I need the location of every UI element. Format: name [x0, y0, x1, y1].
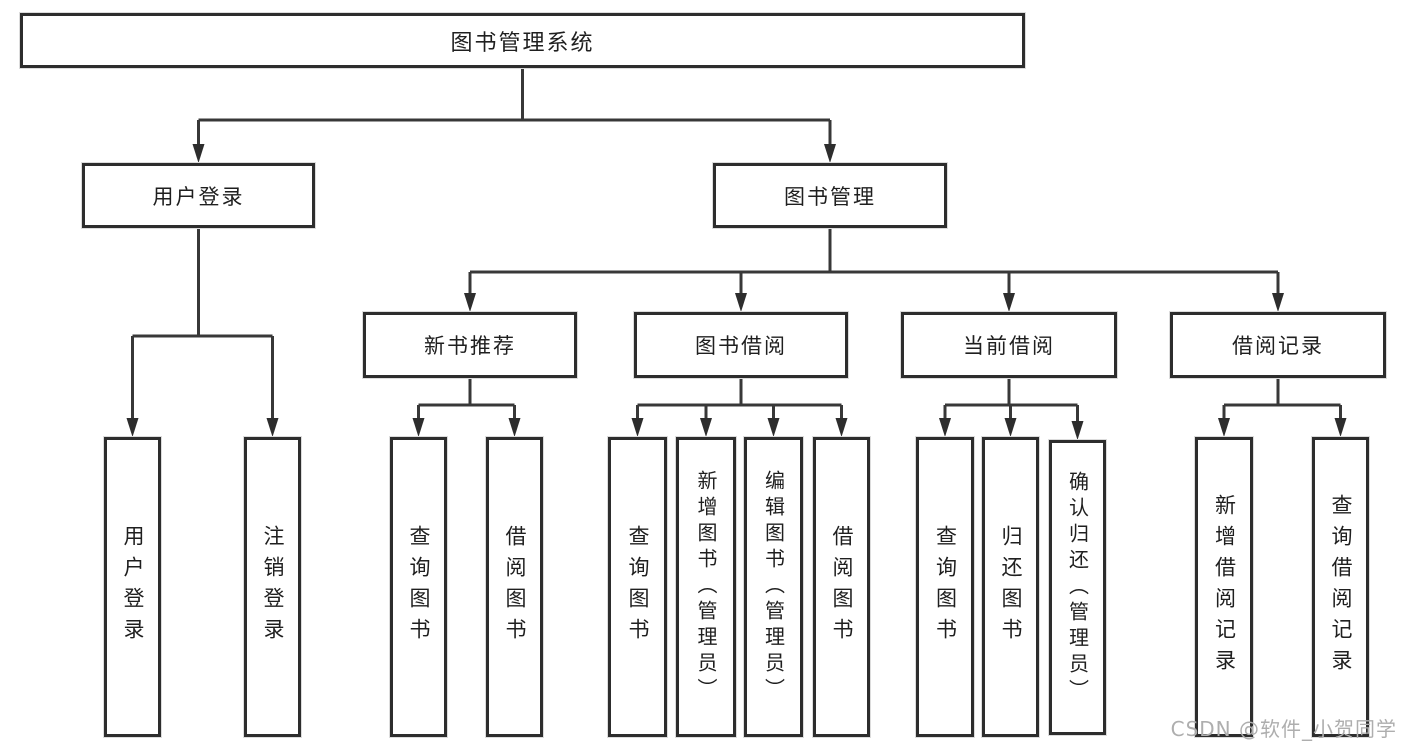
- node-book-management: 图书管理: [713, 163, 947, 228]
- connector-records-to-leaves: [1218, 378, 1347, 437]
- connector-root-to-level2: [192, 68, 836, 163]
- leaf-add-book-admin: 新增图书（管理员）: [676, 437, 736, 737]
- leaf-user-login: 用户登录: [104, 437, 161, 737]
- leaf-logout: 注销登录: [244, 437, 301, 737]
- node-borrow-records: 借阅记录: [1170, 312, 1386, 378]
- leaf-query-books-current: 查询图书: [916, 437, 974, 737]
- leaf-return-book: 归还图书: [982, 437, 1039, 737]
- leaf-query-borrow-record: 查询借阅记录: [1312, 437, 1369, 737]
- watermark: CSDN @软件_小贺同学: [1170, 717, 1397, 741]
- node-new-book-recommend: 新书推荐: [363, 312, 577, 378]
- connector-userlogin-to-leaves: [126, 228, 279, 437]
- leaf-query-books-borrow: 查询图书: [608, 437, 667, 737]
- leaf-query-books-recommend: 查询图书: [390, 437, 447, 737]
- leaf-add-borrow-record: 新增借阅记录: [1195, 437, 1253, 737]
- leaf-borrow-books: 借阅图书: [813, 437, 870, 737]
- connector-newrec-to-leaves: [412, 378, 521, 437]
- connector-curborrow-to-leaves: [939, 378, 1084, 440]
- node-root: 图书管理系统: [20, 13, 1025, 68]
- leaf-edit-book-admin: 编辑图书（管理员）: [744, 437, 803, 737]
- leaf-confirm-return-admin: 确认归还（管理员）: [1049, 440, 1106, 735]
- node-user-login: 用户登录: [82, 163, 315, 228]
- node-book-borrow: 图书借阅: [634, 312, 848, 378]
- connector-bookborrow-to-leaves: [631, 378, 848, 437]
- connector-bookmgmt-to-level3: [464, 228, 1284, 312]
- node-current-borrow: 当前借阅: [901, 312, 1117, 378]
- leaf-borrow-books-recommend: 借阅图书: [486, 437, 543, 737]
